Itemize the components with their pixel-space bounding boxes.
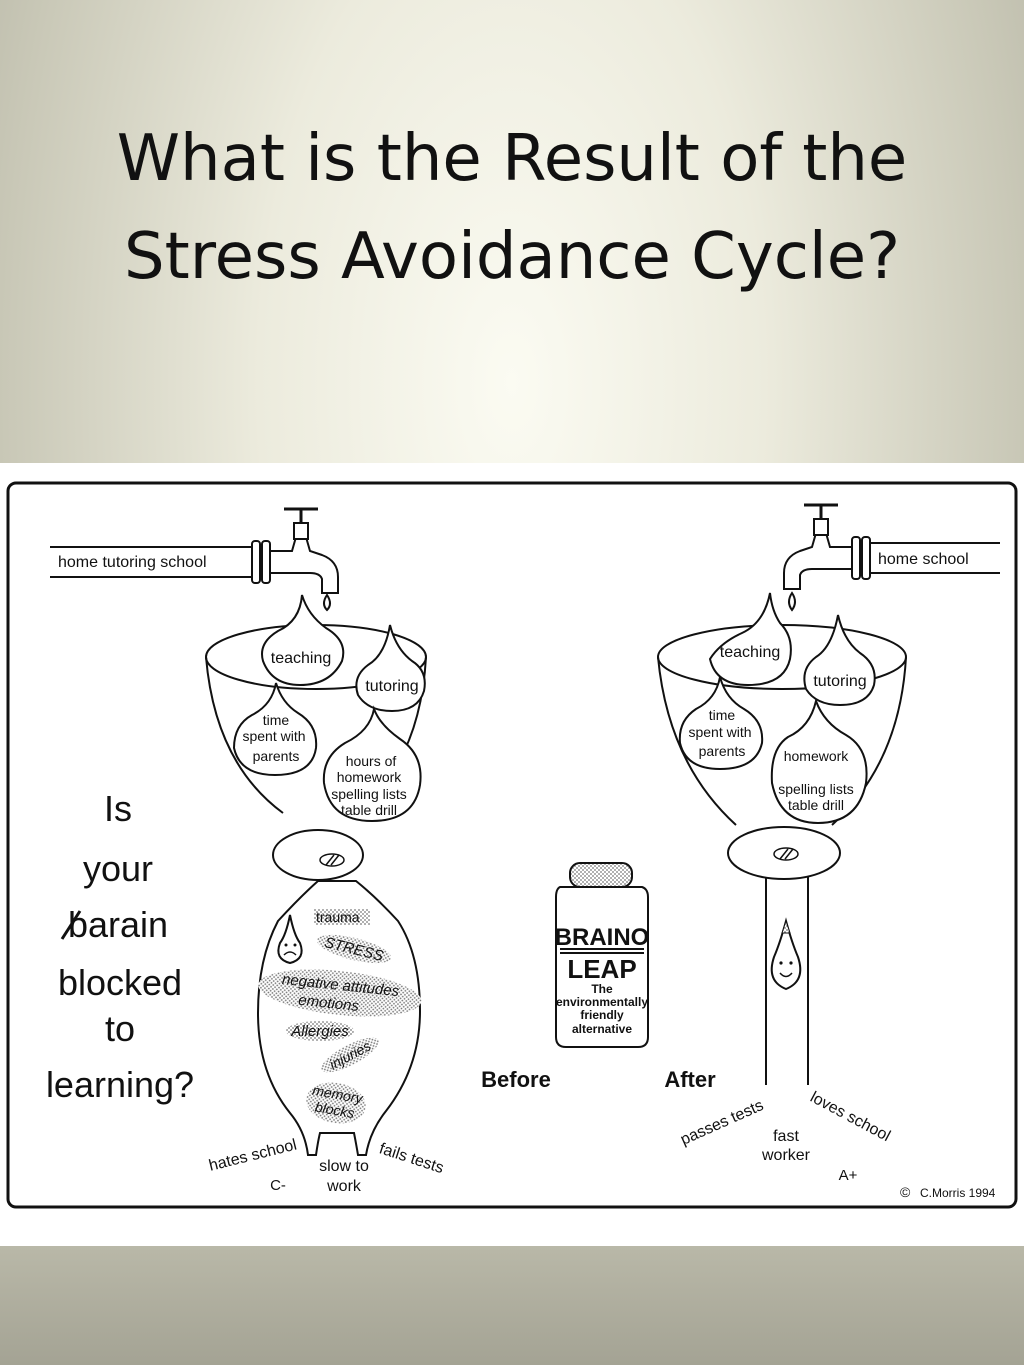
title-line-1: What is the Result of the [116, 122, 908, 196]
after-time-line3: parents [699, 743, 746, 759]
after-teaching-drop [708, 592, 792, 687]
emotions-label: emotions [297, 992, 360, 1015]
after-tap [783, 503, 1000, 612]
bottle-desc1: The [591, 982, 613, 996]
question-struck-letter: a [88, 904, 109, 945]
question-b: b [68, 904, 88, 945]
blocks-label: blocks [314, 1099, 356, 1122]
teaching-drop-label: teaching [271, 650, 332, 667]
braino-leap-bottle: BRAINO LEAP The environmentally friendly… [555, 862, 650, 1048]
hates-school-label: hates school [207, 1137, 298, 1175]
happy-face-icon [770, 917, 802, 991]
before-pipe-label: home tutoring school [58, 554, 207, 571]
question-line5: to [105, 1008, 135, 1049]
after-time-line1: time [709, 707, 736, 723]
tutoring-drop-label: tutoring [365, 678, 418, 695]
after-homework-line3: table drill [788, 797, 844, 813]
diagram-frame [6, 481, 1018, 1209]
after-caption: After [664, 1067, 716, 1092]
question-line6: learning? [46, 1064, 194, 1105]
homework-drop-line2: homework [337, 769, 403, 785]
allergies-label: Allergies [290, 1023, 349, 1040]
bottom-band [0, 1246, 1024, 1365]
sad-face-icon [277, 914, 303, 965]
teaching-drop [261, 594, 345, 687]
trauma-label: trauma [316, 909, 360, 925]
time-drop-line1: time [263, 712, 290, 728]
strike-mark [60, 910, 82, 940]
copyright-symbol: © [900, 1184, 911, 1200]
before-tap [50, 507, 339, 612]
bottle-brand2: LEAP [567, 954, 636, 984]
loves-school-label: loves school [807, 1089, 893, 1145]
slide-title: What is the Result of the Stress Avoidan… [0, 110, 1024, 306]
question-rain: rain [108, 904, 168, 945]
time-drop-line3: parents [253, 748, 300, 764]
copyright-text: C.Morris 1994 [920, 1186, 996, 1200]
after-time-drop [678, 676, 764, 771]
passes-tests-label: passes tests [678, 1097, 766, 1149]
bottle-desc4: alternative [572, 1022, 632, 1036]
question-line4: blocked [58, 962, 182, 1003]
worker-label: worker [761, 1147, 811, 1164]
after-homework-line1: homework [784, 748, 850, 764]
title-line-2: Stress Avoidance Cycle? [123, 220, 901, 294]
before-caption: Before [481, 1067, 551, 1092]
after-tutoring-drop [803, 614, 876, 707]
figure-panel: home tutoring school teaching tutoring t… [0, 463, 1024, 1246]
bottle-brand1: BRAINO [555, 924, 650, 951]
question-line3: barain [68, 904, 168, 945]
before-grade: C- [270, 1177, 286, 1194]
after-tutoring-label: tutoring [813, 673, 866, 690]
homework-drop [322, 705, 422, 823]
brain-question: Is your barain blocked to learning? [46, 788, 194, 1105]
after-grade: A+ [839, 1167, 858, 1184]
homework-drop-line1: hours of [346, 753, 397, 769]
bottle-desc2: environmentally [556, 995, 648, 1009]
after-time-line2: spent with [688, 724, 751, 740]
fails-tests-label: fails tests [377, 1140, 446, 1177]
fast-label: fast [773, 1128, 799, 1145]
trauma-blob [314, 909, 370, 925]
stress-cycle-diagram: home tutoring school teaching tutoring t… [6, 481, 1018, 1209]
time-drop-line2: spent with [242, 728, 305, 744]
allergies-blob [286, 1021, 354, 1041]
bottle-desc3: friendly [580, 1008, 624, 1022]
after-teaching-label: teaching [720, 644, 781, 661]
time-spent-drop [232, 682, 318, 777]
homework-drop-line3: spelling lists [331, 786, 406, 802]
question-line1: Is [104, 788, 132, 829]
question-line2: your [83, 848, 153, 889]
tutoring-drop [355, 624, 426, 713]
memory-blocks-blob: memory blocks [306, 1082, 366, 1124]
homework-drop-line4: table drill [341, 802, 397, 818]
work-label: work [326, 1178, 362, 1195]
after-homework-drop [770, 697, 868, 825]
after-pipe-label: home school [878, 551, 969, 568]
slow-to-label: slow to [319, 1158, 369, 1175]
after-homework-line2: spelling lists [778, 781, 853, 797]
